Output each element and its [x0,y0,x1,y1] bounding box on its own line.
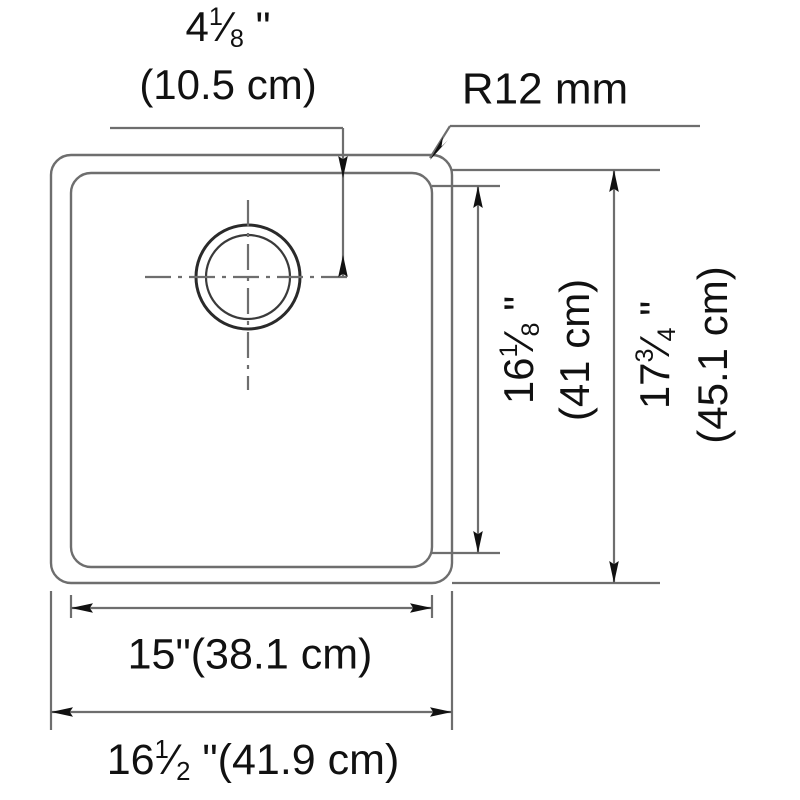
drain-offset-arrow-top [338,156,348,178]
inner-width-arrow-left [71,603,93,613]
outer-height-dimension [452,168,660,585]
inner-width-label: 15"(38.1 cm) [128,630,373,678]
inner-height-dimension [432,184,500,555]
outer-height-arrow-bottom [609,561,619,583]
drain-offset-imperial-label: 41⁄8 " [186,3,271,53]
sink-body [49,153,454,585]
sink-inner-bowl [69,171,434,569]
outer-height-imperial-label: 173⁄4 " [631,301,681,409]
corner-radius-label: R12 mm [462,65,628,114]
drain-offset-metric-label: (10.5 cm) [139,61,316,108]
outer-height-arrow-top [609,170,619,192]
drain-assembly [145,200,348,390]
outer-height-metric-label: (45.1 cm) [689,266,736,443]
inner-height-imperial-label: 161⁄8 " [495,296,545,404]
sink-outer-rim [49,153,454,585]
inner-width-arrow-right [410,603,432,613]
corner-radius-arrowhead [430,137,448,160]
inner-height-arrow-bottom [473,531,483,553]
outer-width-label: 161⁄2 "(41.9 cm) [107,736,400,786]
outer-width-arrow-right [430,707,452,717]
inner-height-arrow-top [473,186,483,208]
drain-offset-arrow-bottom [338,255,348,277]
corner-radius-leader [429,124,700,160]
inner-width-dimension [69,595,434,618]
corner-radius-leader-slanted [429,125,451,159]
outer-width-arrow-left [51,707,73,717]
drain-offset-dimension [110,126,348,277]
inner-height-metric-label: (41 cm) [551,279,598,421]
outer-width-dimension [49,591,454,730]
